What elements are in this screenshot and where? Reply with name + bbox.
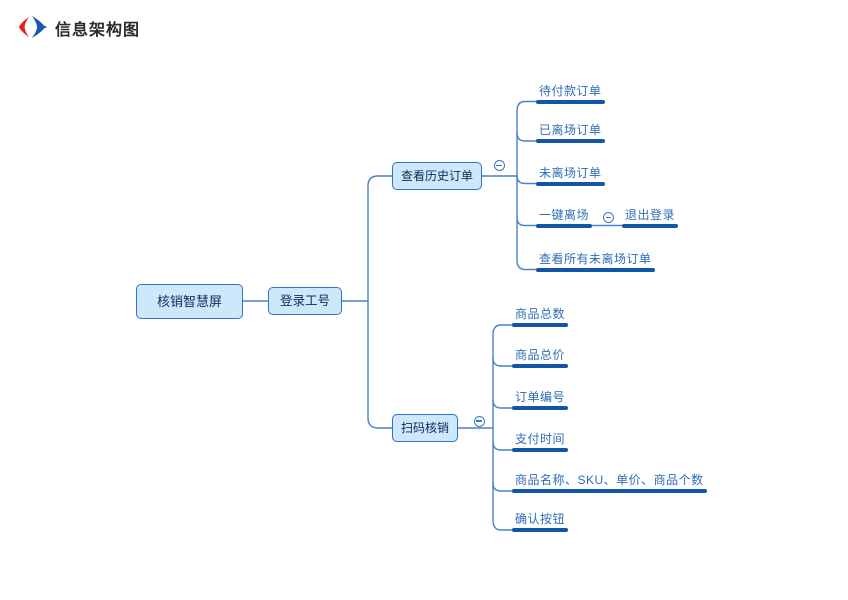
collapse-minus-icon-scan[interactable] [473, 415, 485, 427]
scan-node-label: 扫码核销 [400, 421, 449, 435]
leaf-node-confirm-button[interactable]: 确认按钮 [512, 512, 569, 532]
leaf-node-payment-time[interactable]: 支付时间 [512, 432, 569, 452]
leaf-node-item-details[interactable]: 商品名称、SKU、单价、商品个数 [512, 473, 707, 493]
root-node-smart-screen[interactable]: 核销智慧屏 [136, 284, 243, 319]
carrefour-logo [18, 15, 48, 39]
leaf-node-total-item-count[interactable]: 商品总数 [512, 307, 569, 327]
leaf-node-one-key-leave[interactable]: 一键离场 [536, 208, 593, 228]
root-node-label: 核销智慧屏 [156, 294, 222, 309]
branch-node-history-orders[interactable]: 查看历史订单 [392, 162, 482, 190]
leaf-node-not-left-venue-orders[interactable]: 未离场订单 [536, 166, 605, 186]
leaf-node-logout[interactable]: 退出登录 [622, 208, 679, 228]
collapse-minus-icon-one-key-leave[interactable] [603, 212, 614, 223]
login-node-label: 登录工号 [279, 293, 330, 308]
collapse-minus-icon-history[interactable] [493, 160, 505, 171]
branch-node-scan-verify[interactable]: 扫码核销 [392, 414, 458, 442]
leaf-node-total-item-price[interactable]: 商品总价 [512, 348, 569, 368]
leaf-node-view-all-not-left-orders[interactable]: 查看所有未离场订单 [536, 252, 655, 272]
leaf-node-pending-payment-orders[interactable]: 待付款订单 [536, 84, 605, 104]
page-title: 信息架构图 [55, 22, 141, 39]
leaf-node-left-venue-orders[interactable]: 已离场订单 [536, 123, 605, 143]
leaf-node-order-number[interactable]: 订单编号 [512, 390, 569, 410]
node-login-worker-id[interactable]: 登录工号 [268, 287, 342, 315]
history-node-label: 查看历史订单 [400, 169, 473, 183]
